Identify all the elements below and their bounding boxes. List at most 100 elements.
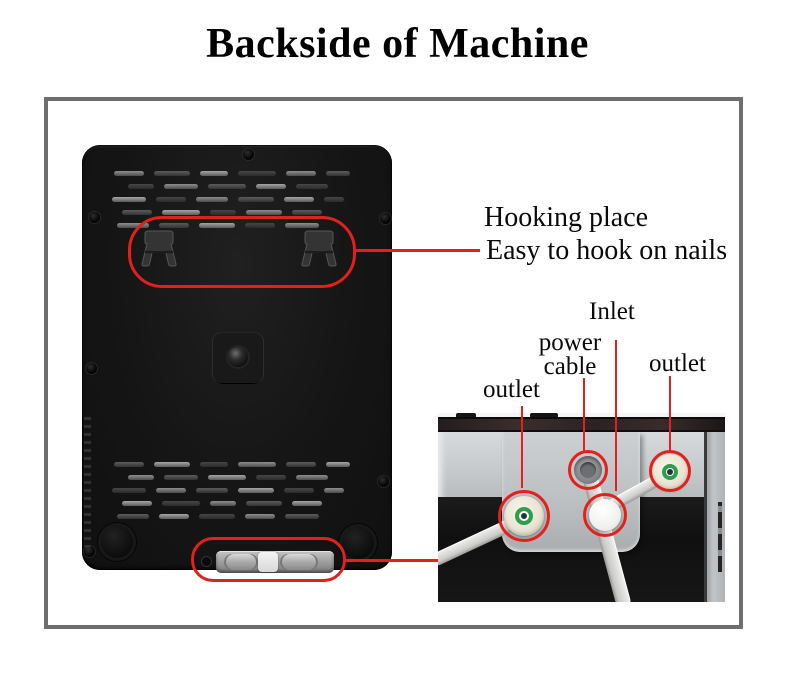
vent-slot bbox=[156, 488, 186, 493]
vent-slot bbox=[286, 171, 316, 176]
vent-slot bbox=[324, 197, 344, 202]
vent-slot bbox=[324, 488, 344, 493]
leader-outlet-right bbox=[669, 376, 671, 451]
label-inlet: Inlet bbox=[589, 298, 635, 325]
vent-slot bbox=[284, 197, 314, 202]
circle-inlet bbox=[583, 493, 627, 537]
vent-slot bbox=[285, 223, 319, 228]
vent-slot bbox=[196, 488, 228, 493]
recess-white-fitting bbox=[258, 552, 278, 572]
vent-slot bbox=[292, 501, 322, 506]
label-outlet-left: outlet bbox=[483, 376, 540, 403]
screw-hole-right-lower bbox=[378, 476, 389, 487]
vent-slot bbox=[246, 210, 282, 215]
vent-grid-bottom bbox=[112, 462, 360, 526]
vent-slot bbox=[284, 488, 314, 493]
vent-slot bbox=[326, 171, 350, 176]
vent-slot bbox=[164, 184, 198, 189]
vent-slot bbox=[238, 197, 274, 202]
vent-row bbox=[128, 184, 338, 189]
inset-top-mark bbox=[456, 413, 476, 419]
circle-power-cable bbox=[568, 450, 608, 490]
vent-slot bbox=[238, 171, 276, 176]
vent-slot bbox=[245, 223, 275, 228]
leader-inlet bbox=[615, 340, 617, 491]
vent-slot bbox=[114, 462, 144, 467]
vent-slot bbox=[128, 475, 154, 480]
inset-top-strip bbox=[438, 413, 725, 418]
screw-hole-right-upper bbox=[380, 213, 391, 224]
vent-row bbox=[122, 210, 332, 215]
vent-row bbox=[117, 223, 329, 228]
vent-slot bbox=[164, 475, 198, 480]
vent-slot bbox=[245, 514, 275, 519]
vent-slot bbox=[208, 184, 246, 189]
vent-slot bbox=[200, 462, 228, 467]
vent-slot bbox=[292, 210, 322, 215]
vent-slot bbox=[114, 171, 144, 176]
vent-slot bbox=[154, 462, 190, 467]
vent-row bbox=[114, 462, 360, 467]
screw-hole-left-upper bbox=[89, 212, 100, 223]
machine-backside-photo bbox=[82, 145, 392, 573]
recess-connector-right bbox=[280, 554, 318, 570]
vent-slot bbox=[117, 223, 149, 228]
screw-hole-left-lower bbox=[84, 546, 95, 557]
bottom-leader-line bbox=[345, 559, 439, 562]
vent-row bbox=[114, 171, 360, 176]
vent-row bbox=[117, 514, 329, 519]
circle-outlet-left bbox=[498, 490, 550, 542]
label-power-line1: power bbox=[538, 329, 602, 356]
vent-row bbox=[122, 501, 332, 506]
vent-slot bbox=[208, 475, 246, 480]
label-power-line2: cable bbox=[543, 353, 597, 380]
vent-slot bbox=[112, 488, 146, 493]
center-plate-screw bbox=[228, 347, 248, 367]
vent-slot bbox=[154, 171, 190, 176]
vent-slot bbox=[238, 462, 276, 467]
vent-slot bbox=[122, 210, 152, 215]
page-title: Backside of Machine bbox=[206, 21, 589, 67]
vent-slot bbox=[210, 210, 236, 215]
leader-outlet-left bbox=[521, 406, 523, 488]
vent-slot bbox=[326, 462, 350, 467]
vent-slot bbox=[196, 197, 228, 202]
bottom-highlight-circle bbox=[191, 537, 346, 582]
diagram-frame bbox=[44, 97, 743, 629]
vent-slot bbox=[256, 184, 286, 189]
vent-slot bbox=[296, 184, 328, 189]
side-rib-texture bbox=[84, 415, 91, 548]
vent-slot bbox=[159, 514, 189, 519]
inset-base-edge bbox=[438, 417, 725, 432]
center-plate bbox=[212, 332, 264, 384]
label-outlet-right: outlet bbox=[649, 350, 706, 377]
vent-slot bbox=[200, 171, 228, 176]
inset-closeup-photo bbox=[438, 413, 725, 602]
vent-slot bbox=[112, 197, 146, 202]
vent-row bbox=[128, 475, 338, 480]
leader-power-cable bbox=[583, 378, 585, 451]
bottom-connector-recess bbox=[216, 551, 334, 573]
screw-hole-top bbox=[243, 149, 254, 160]
vent-slot bbox=[162, 501, 200, 506]
vent-slot bbox=[286, 462, 316, 467]
vent-slot bbox=[296, 475, 328, 480]
inset-right-rail bbox=[704, 432, 725, 602]
vent-slot bbox=[199, 223, 235, 228]
vent-slot bbox=[117, 514, 149, 519]
recess-connector-left bbox=[224, 554, 258, 570]
vent-slot bbox=[246, 501, 282, 506]
vent-row bbox=[112, 488, 354, 493]
inset-rail-mark bbox=[718, 502, 722, 572]
circle-outlet-right bbox=[649, 450, 691, 492]
vent-slot bbox=[122, 501, 152, 506]
vent-slot bbox=[285, 514, 319, 519]
hooks-leader-line bbox=[356, 249, 480, 252]
vent-row bbox=[112, 197, 354, 202]
vent-slot bbox=[256, 475, 286, 480]
inset-top-mark bbox=[530, 413, 558, 418]
vent-slot bbox=[162, 210, 200, 215]
vent-slot bbox=[156, 197, 186, 202]
screw-hole-left-middle bbox=[86, 363, 97, 374]
